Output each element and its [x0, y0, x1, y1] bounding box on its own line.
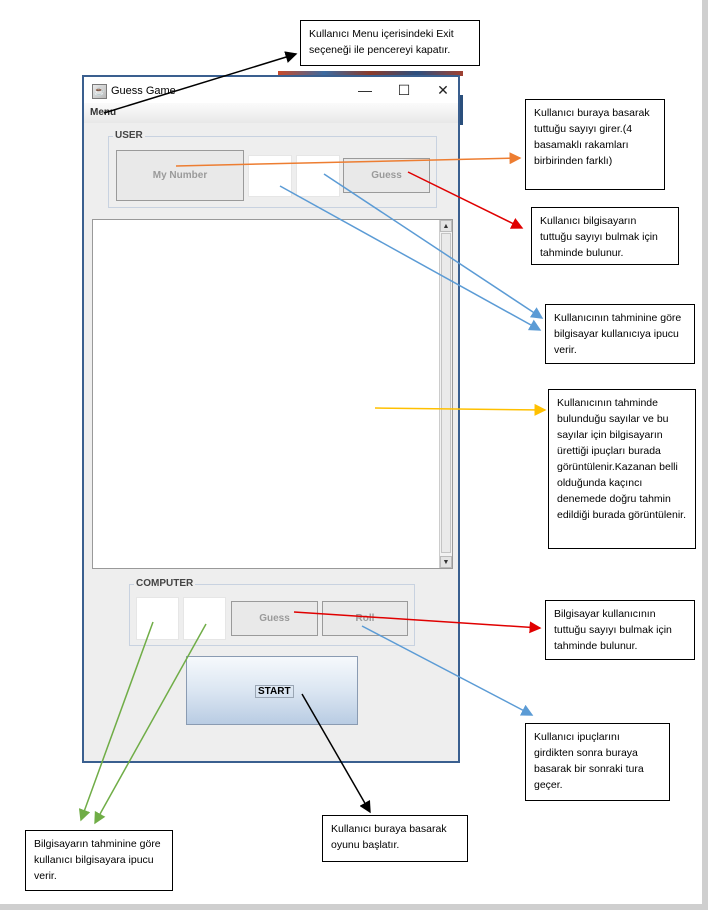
computer-guess-button[interactable]: Guess — [231, 601, 318, 636]
note-start: Kullanıcı buraya basarak oyunu başlatır. — [322, 815, 468, 862]
menu-bar: Menu — [84, 103, 458, 124]
computer-hint-field-2[interactable] — [183, 597, 226, 640]
scroll-thumb[interactable] — [441, 233, 451, 553]
menu-item-menu[interactable]: Menu — [90, 107, 117, 118]
note-text-area: Kullanıcının tahminde bulunduğu sayılar … — [548, 389, 696, 549]
user-hint-field-2[interactable] — [296, 155, 340, 197]
game-log-textarea[interactable]: ▲ ▼ — [92, 219, 453, 569]
computer-panel-title: COMPUTER — [134, 578, 196, 589]
minimize-icon[interactable]: — — [358, 82, 372, 98]
note-computer-guess: Bilgisayar kullanıcının tuttuğu sayıyı b… — [545, 600, 695, 660]
scroll-up-icon[interactable]: ▲ — [440, 220, 452, 232]
java-app-icon: ☕ — [92, 84, 107, 99]
note-my-number: Kullanıcı buraya basarak tuttuğu sayıyı … — [525, 99, 665, 190]
note-user-guess: Kullanıcı bilgisayarın tuttuğu sayıyı bu… — [531, 207, 679, 265]
start-button-label: START — [255, 685, 294, 698]
start-button[interactable]: START — [186, 656, 358, 725]
computer-hint-field-1[interactable] — [136, 597, 179, 640]
computer-panel: COMPUTER Guess Roll — [129, 578, 415, 646]
user-panel: USER My Number Guess — [108, 130, 437, 208]
user-panel-title: USER — [113, 130, 145, 141]
window-title: Guess Game — [111, 85, 176, 97]
guess-game-window: ☕ Guess Game — ☐ ✕ Menu USER My Number G… — [82, 75, 460, 763]
user-guess-button[interactable]: Guess — [343, 158, 430, 193]
title-bar[interactable]: ☕ Guess Game — ☐ ✕ — [84, 77, 458, 103]
note-roll: Kullanıcı ipuçlarını girdikten sonra bur… — [525, 723, 670, 801]
background-window-edge — [459, 95, 463, 125]
vertical-scrollbar[interactable]: ▲ ▼ — [439, 220, 452, 568]
user-hint-field-1[interactable] — [248, 155, 292, 197]
maximize-icon[interactable]: ☐ — [397, 82, 411, 98]
window-content: USER My Number Guess ▲ ▼ COMPUTER Guess … — [84, 123, 458, 761]
scroll-down-icon[interactable]: ▼ — [440, 556, 452, 568]
note-user-hint: Kullanıcının tahminine göre bilgisayar k… — [545, 304, 695, 364]
roll-button[interactable]: Roll — [322, 601, 408, 636]
background-window-strip — [278, 71, 463, 76]
close-icon[interactable]: ✕ — [437, 82, 449, 98]
note-computer-hint: Bilgisayarın tahminine göre kullanıcı bi… — [25, 830, 173, 891]
note-exit: Kullanıcı Menu içerisindeki Exit seçeneğ… — [300, 20, 480, 66]
my-number-button[interactable]: My Number — [116, 150, 244, 201]
